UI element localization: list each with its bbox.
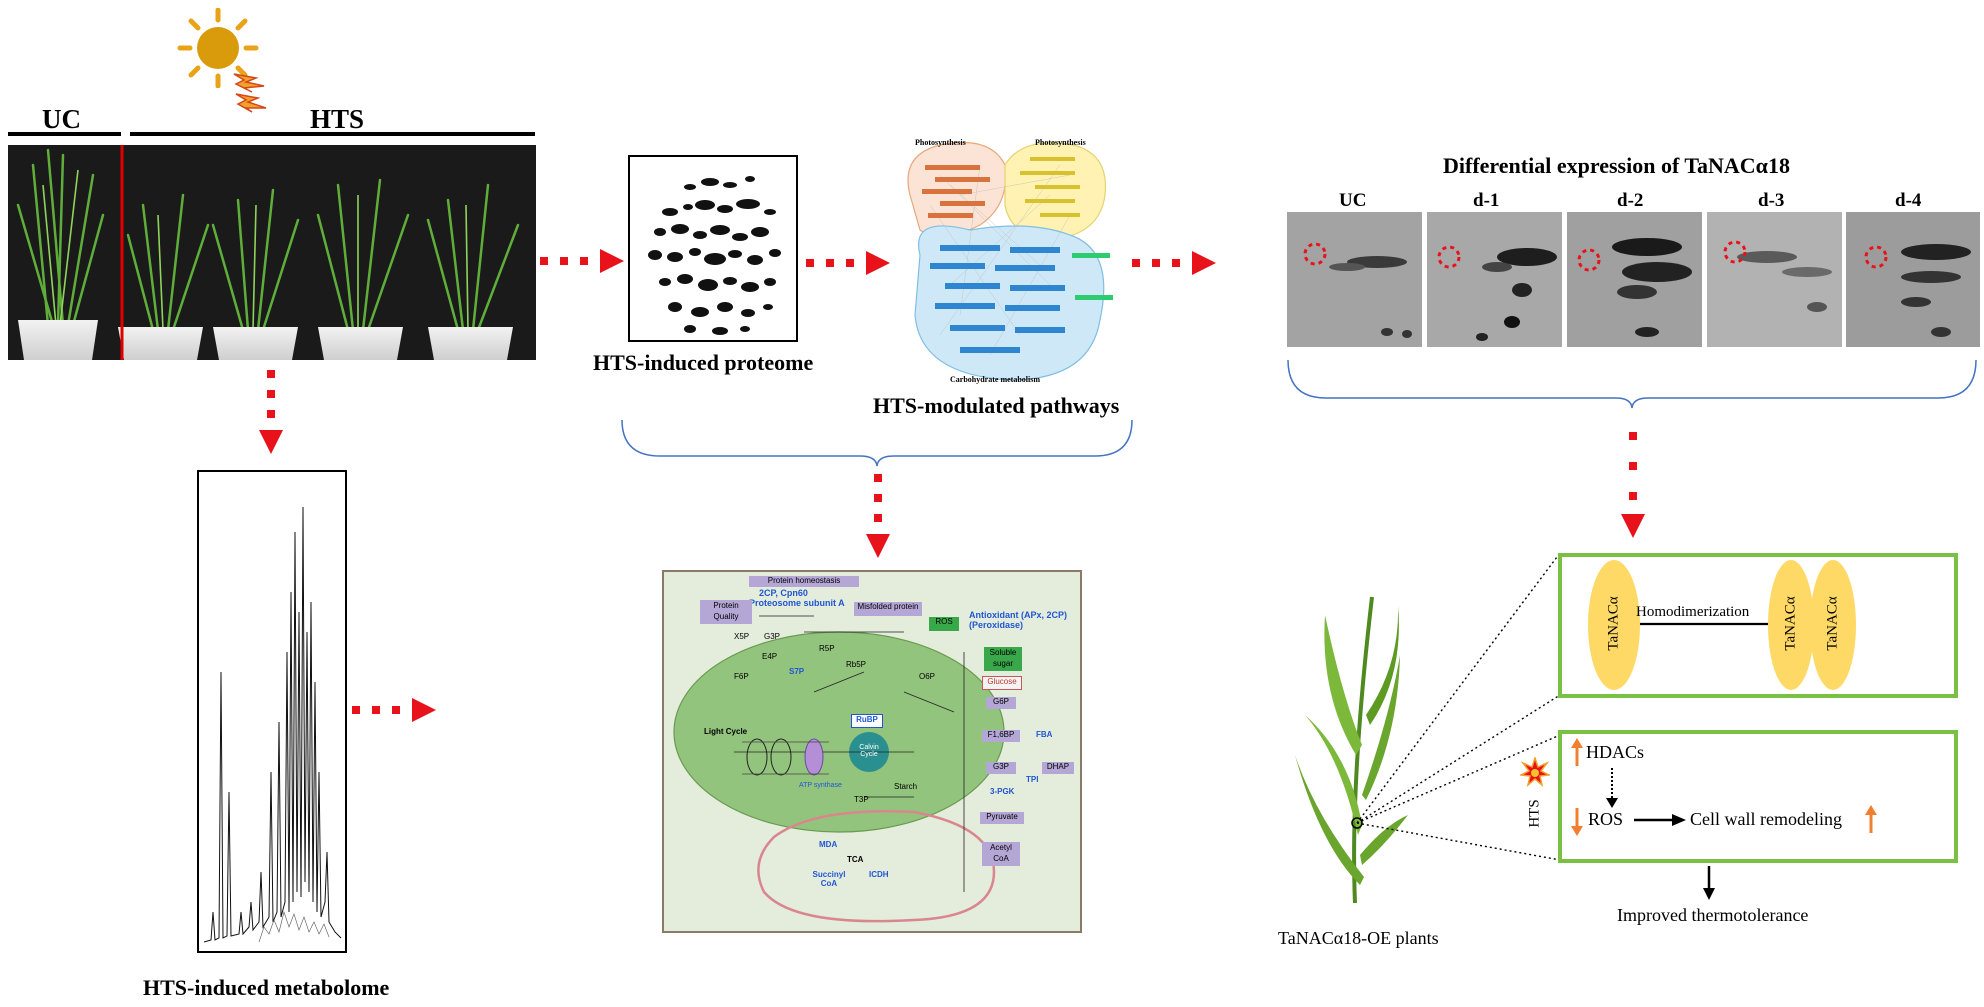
map-pyruvate: Pyruvate [980,812,1024,824]
map-x5p: X5P [734,632,750,641]
map-rb5p: Rb5P [846,660,867,669]
hdacs-to-ros-arrow [1605,768,1619,810]
blot-panel-d3 [1707,212,1842,347]
hts-label: HTS [310,104,365,134]
arrow-metabolome-to-map [352,697,442,723]
map-protein-quality: Protein Quality [700,600,752,624]
map-calvin: Calvin Cycle [859,744,879,758]
metabolome-chromatogram [197,470,347,953]
blot-panel-d2 [1567,212,1702,347]
heat-burst-icon [1518,755,1552,788]
map-e4p: E4P [762,652,778,661]
hts-vertical-label: HTS [1526,799,1543,828]
tanac-dimer-b-label: TaNACα [1824,596,1841,651]
map-succinyl: Succinyl CoA [812,870,846,888]
tanac-monomer-label: TaNACα [1605,596,1622,651]
tanac-dimer-a-label: TaNACα [1782,596,1799,651]
map-tca: TCA [847,855,864,864]
blot-lane-label-2: d-2 [1617,190,1644,211]
map-chaperones: 2CP, Cpn60 [759,588,808,598]
map-peroxidase: (Peroxidase) [969,620,1024,630]
blot-panel-uc [1287,212,1422,347]
ros-to-cellwall-arrow [1632,812,1688,828]
pathways-label: HTS-modulated pathways [873,393,1120,418]
proteome-gel [628,155,798,342]
tanac-dimer-a [1768,560,1814,690]
map-protein-homeostasis: Protein homeostasis [749,576,859,587]
hts-bar [130,132,535,136]
sun-icon [170,7,270,89]
tanac-dimer-b [1810,560,1856,690]
network-carb-label: Carbohydrate metabolism [950,375,1040,384]
plant-photo [8,145,536,360]
hdacs-label: HDACs [1586,742,1645,762]
map-proteasome: Proteosome subunit A [749,598,845,608]
map-f6p: F6P [734,672,749,681]
map-ros: ROS [929,617,959,631]
wheat-plant-illustration [1280,585,1410,905]
mechanism-box [1558,730,1958,863]
uc-label: UC [42,104,81,134]
arrow-photo-to-proteome [540,248,630,274]
map-dhap: DHAP [1042,762,1074,774]
arrow-network-to-blots [1132,250,1222,276]
map-misfolded: Misfolded protein [854,602,922,616]
arrow-proteome-to-network [806,250,896,276]
tanac-monomer [1588,560,1640,690]
uc-bar [8,132,121,136]
blot-lane-label-3: d-3 [1758,190,1785,211]
map-soluble-sugar: Soluble sugar [984,647,1022,671]
map-o6p: O6P [919,672,936,681]
brace-proteome-network [620,418,1135,468]
blot-lane-label-4: d-4 [1895,190,1922,211]
blot-panel-d4 [1846,212,1980,347]
to-thermotolerance-arrow [1701,866,1717,902]
hdacs-up-arrow [1570,738,1584,766]
map-r5p: R5P [819,644,835,653]
arrow-blots-to-model [1620,420,1646,544]
blots-title: Differential expression of TaNACα18 [1443,153,1790,178]
oe-plants-label: TaNACα18-OE plants [1278,928,1439,948]
ros-label: ROS [1588,809,1624,829]
map-g3p-calvin: G3P [764,632,781,641]
network-photo2-label: Photosynthesis [1035,138,1086,147]
metabolome-label: HTS-induced metabolome [143,975,390,1000]
map-t3p: T3P [854,795,869,804]
blot-lane-label-0: UC [1339,190,1367,211]
blot-lane-label-1: d-1 [1473,190,1500,211]
cell-wall-label: Cell wall remodeling [1690,809,1842,829]
map-f16bp: F1,6BP [982,730,1020,742]
map-pgk: 3-PGK [990,787,1015,796]
homodimerization-label: Homodimerization [1636,604,1750,620]
map-fba: FBA [1036,730,1053,739]
map-rubp: RuBP [851,714,883,728]
improved-thermotolerance-label: Improved thermotolerance [1617,905,1809,925]
map-atp-synthase: ATP synthase [799,782,842,789]
map-acetyl: Acetyl CoA [982,842,1020,866]
blot-panel-d1 [1427,212,1562,347]
ros-down-arrow [1570,808,1584,836]
map-tpi: TPI [1026,775,1039,784]
map-light-cycle: Light Cycle [704,727,748,736]
network-photo1-label: Photosynthesis [915,138,966,147]
map-starch: Starch [894,782,918,791]
arrow-photo-to-metabolome [258,370,284,460]
map-g6p: G6P [986,697,1016,709]
map-glucose: Glucose [982,676,1022,690]
zoom-lines [1355,548,1575,868]
brace-blots [1286,358,1978,410]
proteome-label: HTS-induced proteome [593,350,814,375]
map-antioxidant: Antioxidant (APx, 2CP) [969,610,1068,620]
homodimer-box [1558,553,1958,698]
pathway-network [900,135,1120,385]
map-s7p: S7P [789,667,805,676]
map-g3p: G3P [986,762,1016,774]
pathway-map: Protein homeostasis 2CP, Cpn60 Proteosom… [662,570,1082,933]
cell-wall-up-arrow [1864,805,1878,833]
arrow-brace-to-map [865,470,891,566]
map-icdh: ICDH [869,870,889,879]
heat-bolt-icon [230,68,275,113]
map-mda: MDA [819,840,838,849]
